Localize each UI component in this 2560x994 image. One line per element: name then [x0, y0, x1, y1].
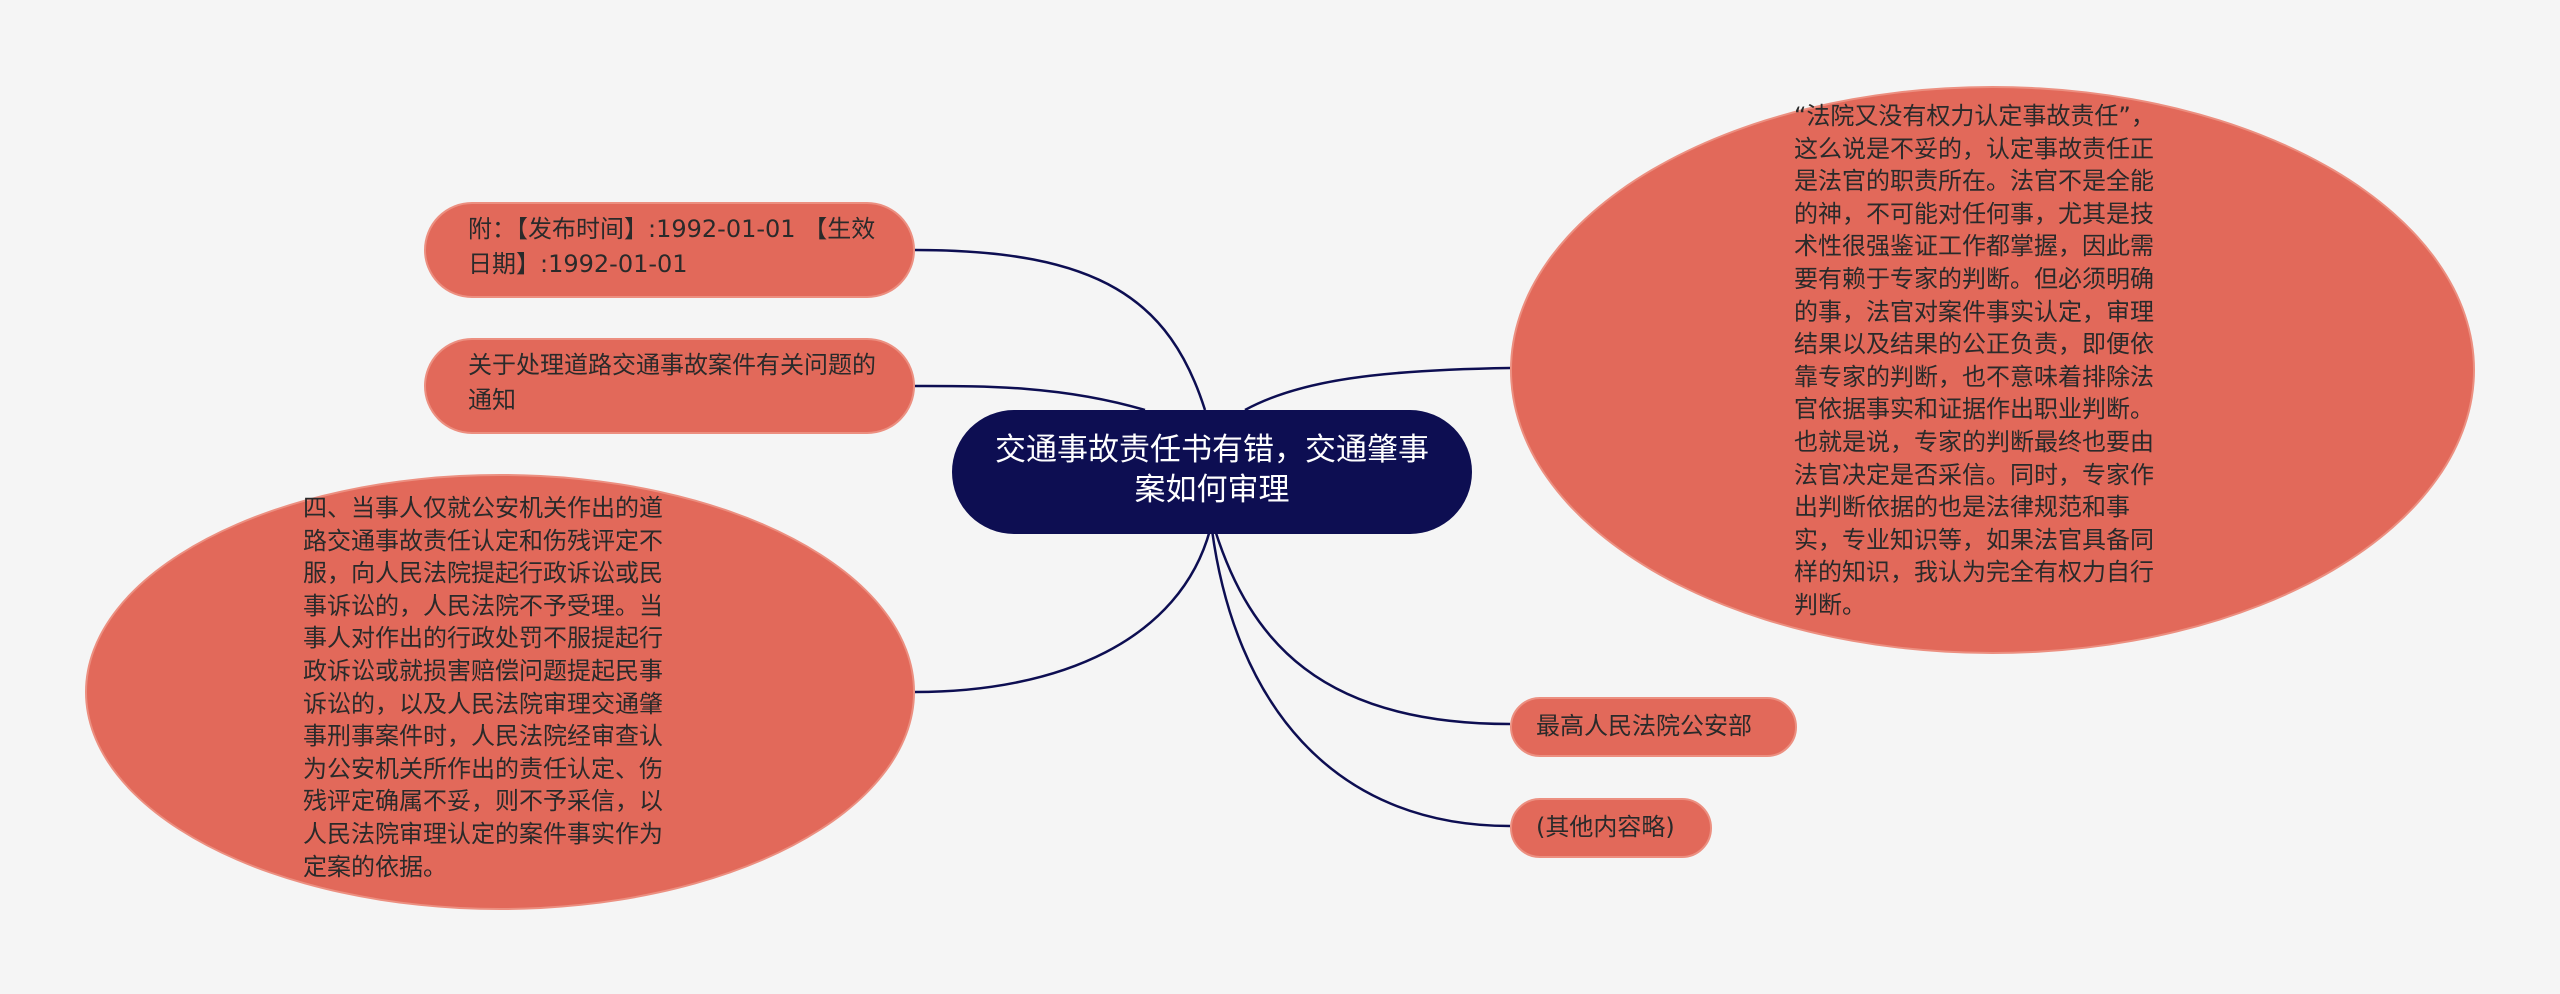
link-notice — [914, 384, 1146, 412]
node-authority[interactable]: 最高人民法院公安部 — [1510, 697, 1797, 757]
link-article-four — [914, 529, 1212, 694]
node-notice-text: 关于处理道路交通事故案件有关问题的通知 — [468, 351, 876, 414]
node-other[interactable]: (其他内容略) — [1510, 798, 1712, 858]
link-publish-date — [914, 248, 1207, 411]
central-topic-text: 交通事故责任书有错，交通肇事案如何审理 — [995, 432, 1429, 508]
node-notice[interactable]: 关于处理道路交通事故案件有关问题的通知 — [424, 338, 915, 434]
node-other-text: (其他内容略) — [1536, 813, 1675, 841]
node-authority-text: 最高人民法院公安部 — [1536, 712, 1752, 740]
node-opinion[interactable]: “法院又没有权力认定事故责任”，这么说是不妥的，认定事故责任正是法官的职责所在。… — [1510, 86, 2475, 654]
node-publish-date-text: 附：【发布时间】:1992-01-01 【生效日期】:1992-01-01 — [468, 215, 876, 278]
link-other — [1210, 529, 1511, 828]
central-topic[interactable]: 交通事故责任书有错，交通肇事案如何审理 — [952, 410, 1472, 534]
node-publish-date[interactable]: 附：【发布时间】:1992-01-01 【生效日期】:1992-01-01 — [424, 202, 915, 298]
link-authority — [1213, 529, 1511, 726]
node-opinion-text: “法院又没有权力认定事故责任”，这么说是不妥的，认定事故责任正是法官的职责所在。… — [1794, 102, 2155, 619]
node-article-four[interactable]: 四、当事人仅就公安机关作出的道路交通事故责任认定和伤残评定不服，向人民法院提起行… — [85, 474, 915, 910]
link-opinion — [1244, 366, 1511, 412]
node-article-four-text: 四、当事人仅就公安机关作出的道路交通事故责任认定和伤残评定不服，向人民法院提起行… — [303, 494, 663, 881]
